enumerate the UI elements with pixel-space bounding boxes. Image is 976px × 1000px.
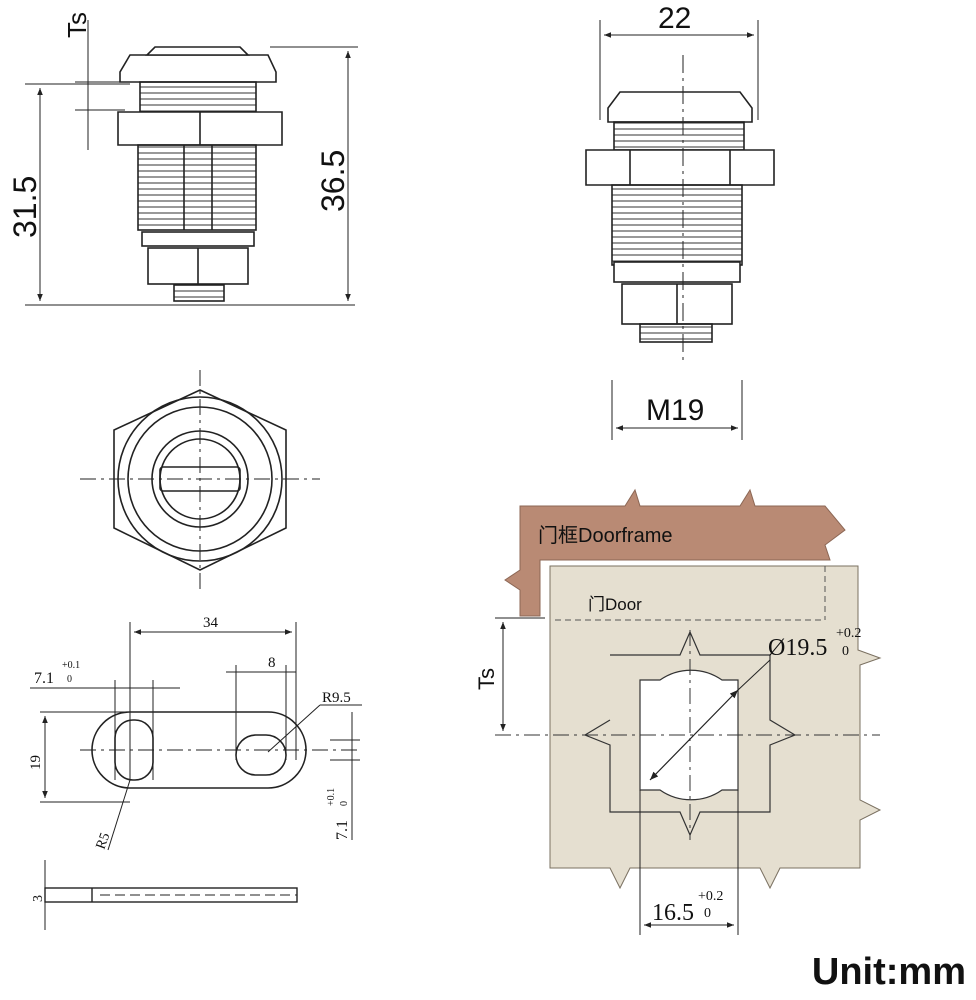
cutout-diameter-label: Ø19.5 [768, 635, 827, 661]
unit-label: Unit:mm [811, 951, 966, 993]
cam-hole-width-label: 7.1 [34, 670, 54, 687]
flat-width-tol-lower: 0 [704, 906, 711, 921]
cam-hole-tol-lower: 0 [67, 674, 72, 685]
doorframe-shape [504, 488, 846, 617]
front-hex-view [80, 370, 320, 590]
cam-radius-end-label: R9.5 [322, 690, 351, 706]
cutout-diameter-tol-upper: +0.2 [836, 626, 861, 641]
door-ts-label: Ts [474, 668, 499, 690]
height-36-5-label: 36.5 [315, 150, 351, 212]
cam-plate-dimensions [30, 622, 362, 851]
cam-side-offset-label: 7.1 [334, 820, 351, 840]
width-22-label: 22 [658, 2, 691, 35]
doorframe-label: 门框Doorframe [538, 524, 672, 547]
height-31-5-label: 31.5 [7, 176, 43, 238]
side-view-left-dimensions [25, 20, 358, 306]
door-cutout-view [495, 488, 882, 935]
cam-side-tol-upper: +0.1 [326, 788, 337, 806]
cam-height-label: 19 [28, 755, 44, 770]
flat-width-tol-upper: +0.2 [698, 889, 723, 904]
cam-thickness-view [44, 860, 298, 930]
side-view-left [117, 46, 283, 302]
cam-side-tol-lower: 0 [339, 801, 350, 806]
cam-hole-tol-upper: +0.1 [62, 660, 80, 671]
ts-label-left: Ts [62, 12, 92, 38]
cutout-diameter-tol-lower: 0 [842, 644, 849, 659]
thread-m19-label: M19 [646, 394, 704, 427]
side-view-right-dimensions [599, 20, 759, 440]
side-view-right [585, 91, 775, 343]
door-label: 门Door [588, 595, 642, 614]
cam-length-label: 34 [203, 615, 219, 631]
cam-thickness-label: 3 [31, 895, 46, 902]
cam-slot-width-label: 8 [268, 655, 276, 671]
flat-width-label: 16.5 [652, 900, 694, 926]
cam-radius-slot-label: R5 [94, 831, 114, 851]
